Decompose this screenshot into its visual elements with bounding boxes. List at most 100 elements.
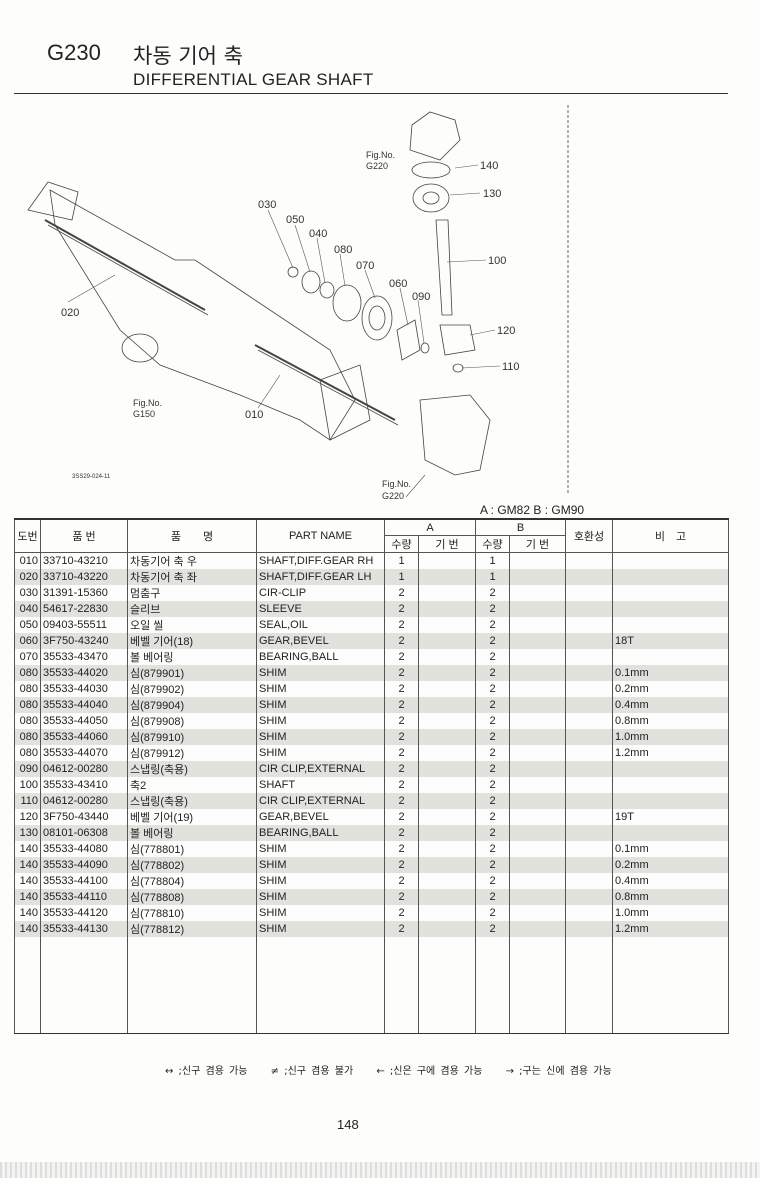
cell-a-qty: 2 [384, 745, 419, 761]
cell-interchange [565, 777, 613, 793]
cell-b-qty: 2 [475, 585, 510, 601]
model-legend: A : GM82 B : GM90 [480, 503, 585, 517]
cell-a-qty [384, 937, 419, 953]
cell-a-qty: 2 [384, 793, 419, 809]
cell-name-ko: 스냅링(축용) [127, 761, 257, 777]
cell-part-no [40, 937, 128, 953]
cell-part-no: 35533-44080 [40, 841, 128, 857]
cell-b-qty [475, 969, 510, 985]
cell-a-qty: 2 [384, 777, 419, 793]
cell-part-name: SHIM [256, 681, 385, 697]
cell-part-no [40, 985, 128, 1001]
cell-part-no: 08101-06308 [40, 825, 128, 841]
legend-item: ↔ ;신구 겸용 가능 [165, 1066, 248, 1077]
cell-ref [14, 953, 41, 969]
cell-part-no: 35533-44070 [40, 745, 128, 761]
cell-part-name [256, 937, 385, 953]
cell-interchange [565, 649, 613, 665]
cell-a-qty: 2 [384, 825, 419, 841]
cell-b-qty: 2 [475, 809, 510, 825]
cell-a-qty: 2 [384, 681, 419, 697]
cell-a-model [418, 1001, 476, 1017]
cell-a-qty: 2 [384, 601, 419, 617]
fig-ref-g220-bottom-no: G220 [382, 491, 404, 501]
cell-interchange [565, 601, 613, 617]
cell-a-model [418, 585, 476, 601]
cell-ref: 080 [14, 713, 41, 729]
cell-ref [14, 1017, 41, 1034]
cell-part-name: SHIM [256, 889, 385, 905]
fig-ref-g220-bottom: Fig.No. [382, 479, 411, 489]
cell-a-qty: 2 [384, 809, 419, 825]
cell-part-no: 35533-44110 [40, 889, 128, 905]
cell-part-name [256, 969, 385, 985]
cell-a-model [418, 745, 476, 761]
cell-b-qty [475, 985, 510, 1001]
scan-edge [0, 1162, 760, 1178]
cell-part-no: 35533-44090 [40, 857, 128, 873]
cell-ref: 130 [14, 825, 41, 841]
cell-b-model [509, 921, 566, 937]
col-part-no: 품 번 [40, 518, 128, 553]
cell-a-qty: 2 [384, 921, 419, 937]
cell-remarks [612, 552, 729, 569]
cell-part-no: 3F750-43440 [40, 809, 128, 825]
cell-remarks [612, 585, 729, 601]
cell-remarks [612, 777, 729, 793]
cell-part-no: 35533-44030 [40, 681, 128, 697]
cell-interchange [565, 697, 613, 713]
cell-part-no: 35533-43470 [40, 649, 128, 665]
cell-b-model [509, 873, 566, 889]
cell-ref: 140 [14, 921, 41, 937]
cell-a-model [418, 777, 476, 793]
empty-row [14, 1001, 729, 1017]
fig-ref-g220-top: Fig.No. [366, 150, 395, 160]
cell-name-ko: 심(879904) [127, 697, 257, 713]
col-b-model: 기 번 [509, 535, 566, 553]
cell-ref: 090 [14, 761, 41, 777]
cell-name-ko: 심(778808) [127, 889, 257, 905]
cell-name-ko: 심(879908) [127, 713, 257, 729]
cell-a-qty: 2 [384, 713, 419, 729]
col-name-ko: 품 명 [127, 518, 257, 553]
cell-remarks: 1.2mm [612, 745, 729, 761]
cell-interchange [565, 825, 613, 841]
cell-remarks [612, 953, 729, 969]
callout-070: 070 [356, 260, 374, 272]
cell-interchange [565, 729, 613, 745]
cell-part-name [256, 953, 385, 969]
cell-part-no: 35533-44050 [40, 713, 128, 729]
cell-name-ko [127, 1001, 257, 1017]
cell-interchange [565, 617, 613, 633]
cell-remarks [612, 937, 729, 953]
cell-b-qty: 2 [475, 857, 510, 873]
cell-ref: 140 [14, 905, 41, 921]
axle-housing-drawing [27, 181, 399, 441]
callout-040: 040 [309, 228, 327, 240]
cell-name-ko: 슬리브 [127, 601, 257, 617]
cell-a-model [418, 793, 476, 809]
cell-interchange [565, 969, 613, 985]
cell-remarks: 0.1mm [612, 841, 729, 857]
cell-part-no: 04612-00280 [40, 761, 128, 777]
cell-ref: 010 [14, 552, 41, 569]
cell-name-ko: 축2 [127, 777, 257, 793]
cell-ref: 080 [14, 745, 41, 761]
cell-b-model [509, 841, 566, 857]
cell-remarks: 0.4mm [612, 873, 729, 889]
cell-ref: 020 [14, 569, 41, 585]
cell-part-name: SHIM [256, 713, 385, 729]
cell-b-qty: 2 [475, 745, 510, 761]
cell-part-no [40, 969, 128, 985]
cell-a-qty: 2 [384, 761, 419, 777]
cell-interchange [565, 585, 613, 601]
cell-b-model [509, 552, 566, 569]
cell-b-model [509, 777, 566, 793]
